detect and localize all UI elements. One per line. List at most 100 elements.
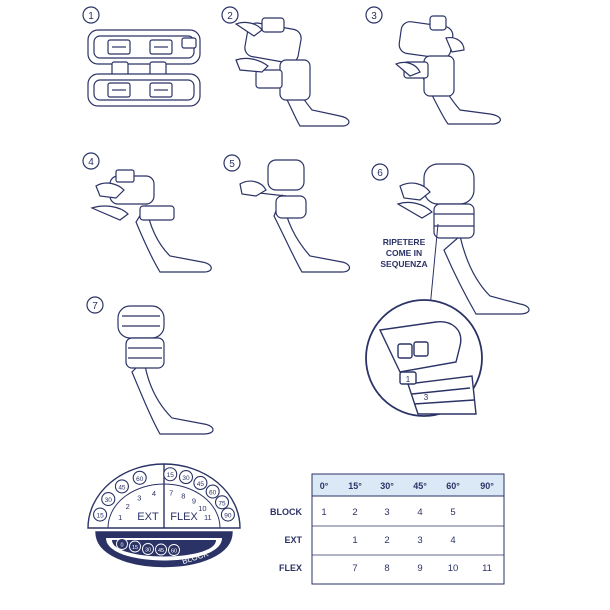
detail-magnifier: 1 3 <box>365 299 483 417</box>
callout-line-1: RIPETERE <box>383 237 426 247</box>
dial-flex-circle: 45 <box>193 475 208 491</box>
step-6-badge <box>371 163 389 181</box>
dial-ext-circle: 15 <box>93 507 108 522</box>
step-3-number: 3 <box>371 11 377 22</box>
callout-line-3: SEQUENZA <box>380 259 427 269</box>
hand <box>95 182 125 199</box>
step-2-number: 2 <box>227 11 233 22</box>
svg-text:0: 0 <box>120 542 123 548</box>
table-cell: 2 <box>384 535 389 546</box>
dial-ext-label: EXT <box>137 511 159 523</box>
hand <box>235 57 269 73</box>
svg-text:45: 45 <box>197 481 205 488</box>
step-3-badge <box>365 6 383 24</box>
upper-pad <box>87 29 201 65</box>
svg-text:30: 30 <box>145 547 151 553</box>
leg <box>131 358 214 435</box>
dial-flex-label: FLEX <box>170 511 198 523</box>
svg-text:45: 45 <box>118 484 126 491</box>
dial-flex-number: 11 <box>204 513 212 522</box>
dial-flex-number: 7 <box>169 488 173 497</box>
dial-ext-number: 1 <box>118 513 122 522</box>
hand <box>445 37 465 53</box>
dial-block-circle: 60 <box>168 544 180 556</box>
step-6-illustration: 6 <box>371 163 530 315</box>
step-1-illustration: 1 <box>82 6 201 107</box>
table-cell: 8 <box>384 563 389 574</box>
svg-text:45: 45 <box>158 548 164 554</box>
table-cell: 4 <box>450 535 455 546</box>
table-cell: 1 <box>352 535 357 546</box>
table-cell: 5 <box>450 507 455 518</box>
leg <box>135 204 212 273</box>
dial-block-circle: 15 <box>129 540 141 553</box>
svg-text:90: 90 <box>224 513 232 520</box>
step-4-illustration: 4 <box>82 152 212 273</box>
svg-text:30: 30 <box>182 475 190 482</box>
callout-line-2: COME IN <box>386 248 422 258</box>
step-2-illustration: 2 <box>221 6 350 127</box>
dial-ext-circle: 60 <box>132 470 147 485</box>
detail-label-3: 3 <box>424 393 429 402</box>
table-cell: 2 <box>352 507 357 518</box>
step-7-badge <box>86 296 104 314</box>
dial-block-circle: 30 <box>142 543 154 555</box>
svg-text:75: 75 <box>218 500 226 507</box>
svg-text:15: 15 <box>167 472 175 479</box>
table-header-cell: 90° <box>480 481 494 491</box>
table-header-cell: 45° <box>413 481 427 491</box>
dial-flex-circle: 60 <box>205 484 220 499</box>
step-4-badge <box>82 152 100 170</box>
table-row-label: FLEX <box>279 563 302 573</box>
hand <box>90 205 129 221</box>
table-header-bg <box>311 473 505 497</box>
lower-pad <box>87 73 201 107</box>
table-cell: 9 <box>417 563 422 574</box>
table-header-cell: 15° <box>348 481 362 491</box>
dial-block-circle: 45 <box>155 543 167 556</box>
dial-flex-number: 9 <box>192 497 196 506</box>
dial-block-circle: 0 <box>116 538 128 550</box>
svg-text:60: 60 <box>136 476 144 483</box>
dial-ext-number: 2 <box>126 502 130 511</box>
step-7-illustration: 7 <box>86 296 214 435</box>
step-5-number: 5 <box>229 159 235 170</box>
leg <box>443 234 530 315</box>
table-header-cell: 0° <box>320 481 329 491</box>
dial-flex-circle: 75 <box>214 495 230 510</box>
hand <box>396 201 433 219</box>
table-header-cell: 60° <box>446 481 460 491</box>
dial-flex-circle: 90 <box>220 507 235 522</box>
table-cell: 10 <box>448 563 459 574</box>
step-1-badge <box>82 6 100 24</box>
step-2-badge <box>221 6 239 24</box>
repeat-sequence-callout: RIPETERE COME IN SEQUENZA <box>380 237 427 269</box>
detail-label-1: 1 <box>406 375 411 384</box>
dial-flex-number: 8 <box>181 491 185 500</box>
table-body-bg <box>311 495 505 585</box>
dial-ext-number: 3 <box>137 494 141 503</box>
leg <box>273 193 351 273</box>
svg-text:60: 60 <box>171 548 177 554</box>
table-cell: 1 <box>321 507 326 518</box>
dial-ext-circle: 45 <box>114 479 129 494</box>
step-5-badge <box>223 154 241 172</box>
dial-ext-circle: 30 <box>101 492 116 507</box>
dial-flex-circle: 30 <box>178 470 194 485</box>
hand <box>234 21 263 37</box>
step-6-number: 6 <box>377 168 383 179</box>
dial-flex-number: 10 <box>198 504 206 513</box>
step-7-number: 7 <box>92 301 98 312</box>
table-row-label: BLOCK <box>270 507 302 517</box>
hand <box>239 180 267 197</box>
table-header-cell: 30° <box>380 481 394 491</box>
hand <box>399 182 431 201</box>
table-cell: 3 <box>384 507 389 518</box>
callout-pointer <box>429 223 439 309</box>
step-5-illustration: 5 <box>223 154 351 273</box>
step-1-number: 1 <box>88 11 94 22</box>
dial-ext-number: 4 <box>152 489 156 498</box>
